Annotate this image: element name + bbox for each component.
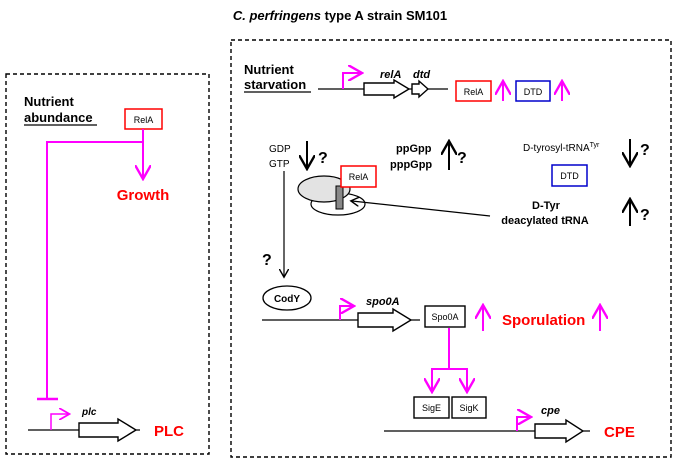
sige-box <box>413 396 450 419</box>
abundance-label-line1: Nutrient <box>24 94 75 109</box>
sige-box-label: SigE <box>422 403 441 413</box>
spo0a-gene-arrow <box>357 307 413 333</box>
rela-promoter <box>342 73 360 89</box>
spo0a-promoter <box>339 306 352 320</box>
plc-promoter <box>50 414 68 430</box>
growth-label: Growth <box>117 187 170 204</box>
dtd-gene-label: dtd <box>413 69 430 81</box>
dtd-box-middle <box>551 164 588 187</box>
dtd-box-top-label: DTD <box>524 87 543 97</box>
rela-box-ribosome <box>340 165 377 188</box>
deacylated-trna-to-ribosome-arrow <box>352 201 491 217</box>
sporulation-label: Sporulation <box>502 312 585 329</box>
abundance-label-line2: abundance <box>24 110 93 125</box>
deacylated-trna-label: deacylated tRNA <box>501 215 588 227</box>
cody-ellipse <box>262 285 312 311</box>
d-tyr-label: D-Tyr <box>532 200 561 212</box>
gdp-label: GDP <box>269 144 291 155</box>
spo0a-box-label: Spo0A <box>431 312 458 322</box>
ppgpp-label: ppGpp <box>396 143 432 155</box>
nutrient-starvation-panel <box>230 39 672 458</box>
sigk-box <box>451 396 487 419</box>
spo0a-box <box>424 305 466 328</box>
cody-label: CodY <box>274 294 300 305</box>
sig-branch-line <box>431 368 468 387</box>
rela-box-left-label: RelA <box>134 115 154 125</box>
dtd-box-middle-label: DTD <box>560 171 579 181</box>
sigk-box-label: SigK <box>459 403 478 413</box>
cody-question-mark: ? <box>262 252 272 269</box>
figure-title: C. perfringens type A strain SM101 <box>233 8 447 23</box>
d-tyr-question-mark: ? <box>640 207 650 224</box>
rela-box-top-label: RelA <box>464 87 484 97</box>
starvation-label-line1: Nutrient <box>244 62 295 77</box>
starvation-label-line2: starvation <box>244 77 306 92</box>
d-tyrosyl-trna-label: D-tyrosyl-tRNATyr <box>523 142 600 154</box>
plc-product-label: PLC <box>154 423 184 440</box>
cpe-promoter <box>516 417 529 431</box>
ppgpp-question-mark: ? <box>457 150 467 167</box>
cpe-gene-label: cpe <box>541 405 560 417</box>
pppgpp-label: pppGpp <box>390 159 432 171</box>
dtd-box-top <box>515 80 551 102</box>
spo0a-gene-label: spo0A <box>366 296 400 308</box>
d-tyrosyl-question-mark: ? <box>640 142 650 159</box>
rela-gene-label: relA <box>380 69 401 81</box>
dtd-gene-arrow <box>411 79 430 99</box>
plc-gene-label: plc <box>81 407 97 418</box>
gtp-label: GTP <box>269 159 290 170</box>
plc-gene-arrow <box>78 417 138 443</box>
rela-gene-arrow <box>363 78 411 100</box>
rela-box-ribosome-label: RelA <box>349 172 369 182</box>
nutrient-abundance-panel <box>5 73 210 455</box>
rela-inhibits-plc-line <box>46 141 143 398</box>
cpe-gene-arrow <box>534 418 585 444</box>
trna-bar <box>335 185 344 210</box>
rela-box-top <box>455 80 492 102</box>
gdp-question-mark: ? <box>318 150 328 167</box>
cpe-product-label: CPE <box>604 424 635 441</box>
